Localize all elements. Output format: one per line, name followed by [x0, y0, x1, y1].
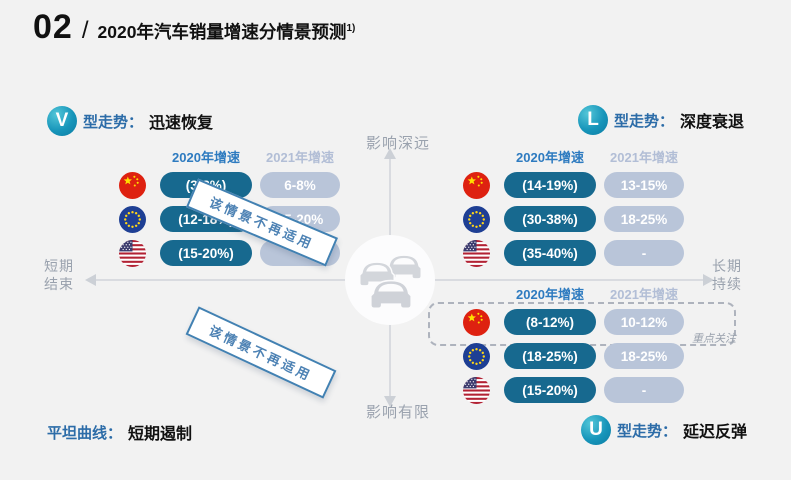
u-usa-2020: (15-20%) [504, 377, 596, 403]
l-china-2021: 13-15% [604, 172, 684, 198]
axis-label-bottom: 影响有限 [365, 404, 430, 421]
flat-type-label: 平坦曲线： [47, 424, 123, 442]
l-eu-2020: (30-38%) [504, 206, 596, 232]
axis-label-right: 长期持续 [712, 258, 742, 292]
u-eu-2021: 18-25% [604, 343, 684, 369]
u-badge-icon: U [581, 415, 611, 445]
up-arrowhead-icon [384, 148, 396, 159]
l-badge-icon: L [578, 105, 608, 135]
u-china-2021: 10-12% [604, 309, 684, 335]
l-table: 2020年增速 2021年增速 (14-19%) 13-15% (30-38%)… [456, 148, 684, 266]
eu-flag-icon [456, 206, 496, 232]
u-china-2020: (8-12%) [504, 309, 596, 335]
flat-not-applicable-banner: 该情景不再适用 [185, 306, 337, 399]
u-type-label: 型走势： [617, 422, 678, 440]
u-name: 延迟反弹 [683, 424, 748, 441]
l-header-2020: 2020年增速 [516, 149, 584, 165]
l-usa-2021: - [604, 240, 684, 266]
title-slash: / [81, 17, 89, 44]
u-header-2021: 2021年增速 [610, 286, 678, 302]
axis-label-left: 短期结束 [44, 258, 74, 292]
china-flag-icon [112, 172, 152, 198]
v-name: 迅速恢复 [149, 115, 214, 132]
focus-label: 重点关注 [692, 333, 736, 345]
flat-name: 短期遏制 [128, 426, 193, 443]
l-eu-2021: 18-25% [604, 206, 684, 232]
china-flag-icon [456, 309, 496, 335]
section-number: 02 [33, 8, 73, 46]
usa-flag-icon [456, 377, 496, 403]
u-eu-2020: (18-25%) [504, 343, 596, 369]
footnote-marker: 1) [346, 23, 356, 35]
traffic-cars-icon [359, 254, 422, 310]
center-circle [345, 235, 435, 325]
v-usa-2020: (15-20%) [160, 240, 252, 266]
v-china-2021: 6-8% [260, 172, 340, 198]
l-china-2020: (14-19%) [504, 172, 596, 198]
usa-flag-icon [112, 240, 152, 266]
v-header-2020: 2020年增速 [172, 149, 240, 165]
down-arrowhead-icon [384, 396, 396, 407]
scenario-flat-label: 平坦曲线： 短期遏制 [47, 420, 192, 444]
u-table: 2020年增速 2021年增速 (8-12%) 10-12% (18-25%) … [456, 285, 684, 403]
axis-label-top: 影响深远 [365, 135, 430, 152]
v-type-label: 型走势： [83, 113, 144, 131]
scenario-l-label: L 型走势： 深度衰退 [578, 105, 744, 135]
u-usa-2021: - [604, 377, 684, 403]
l-type-label: 型走势： [614, 112, 675, 130]
eu-flag-icon [112, 206, 152, 232]
l-header-2021: 2021年增速 [610, 149, 678, 165]
l-usa-2020: (35-40%) [504, 240, 596, 266]
v-badge-icon: V [47, 106, 77, 136]
china-flag-icon [456, 172, 496, 198]
page-title: 02 / 2020年汽车销量增速分情景预测1) [33, 8, 355, 47]
title-text: 2020年汽车销量增速分情景预测1) [97, 22, 356, 42]
u-header-2020: 2020年增速 [516, 286, 584, 302]
eu-flag-icon [456, 343, 496, 369]
v-header-2021: 2021年增速 [266, 149, 334, 165]
right-arrowhead-icon [703, 274, 714, 286]
l-name: 深度衰退 [680, 114, 745, 131]
scenario-u-label: U 型走势： 延迟反弹 [581, 415, 747, 445]
left-arrowhead-icon [85, 274, 96, 286]
usa-flag-icon [456, 240, 496, 266]
scenario-v-label: V 型走势： 迅速恢复 [47, 106, 213, 136]
